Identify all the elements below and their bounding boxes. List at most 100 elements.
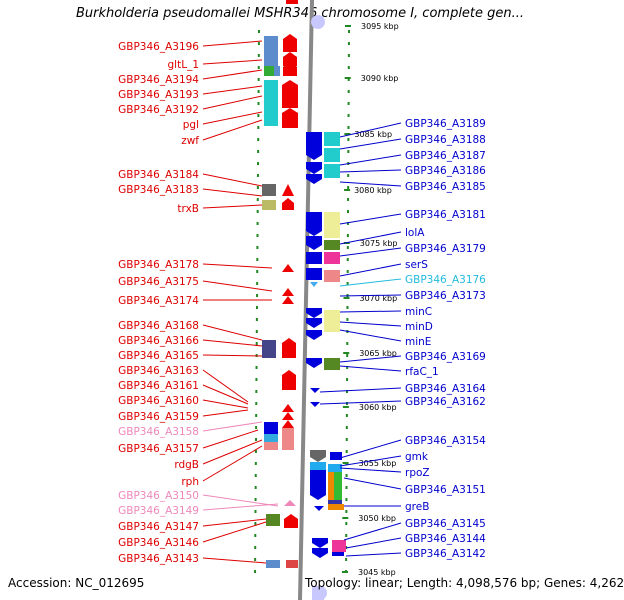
- left-label[interactable]: GBP346_A3163: [118, 365, 249, 403]
- right-label[interactable]: lolA: [339, 227, 425, 245]
- gene-label[interactable]: gmk: [405, 451, 429, 463]
- gene-box[interactable]: [306, 252, 322, 264]
- gene-box[interactable]: [328, 464, 342, 472]
- gene-box[interactable]: [264, 442, 278, 450]
- gene-label[interactable]: GBP346_A3196: [118, 41, 199, 53]
- gene-label[interactable]: GBP346_A3158: [118, 426, 199, 438]
- gene-box[interactable]: [264, 110, 278, 126]
- gene-label[interactable]: rdgB: [174, 459, 199, 471]
- gene-box[interactable]: [306, 268, 322, 280]
- gene-label[interactable]: gltL_1: [168, 59, 199, 71]
- right-labels[interactable]: GBP346_A3189GBP346_A3188GBP346_A3187GBP3…: [319, 118, 486, 560]
- gene-box[interactable]: [264, 80, 278, 110]
- gene-label[interactable]: GBP346_A3175: [118, 276, 199, 288]
- gene-label[interactable]: GBP346_A3166: [118, 335, 199, 347]
- gene-box[interactable]: [328, 504, 344, 510]
- gene-label[interactable]: GBP346_A3194: [118, 74, 199, 86]
- gene-features[interactable]: [262, 0, 346, 600]
- gene-box[interactable]: [330, 452, 342, 460]
- gene-label[interactable]: GBP346_A3150: [118, 490, 199, 502]
- gene-label[interactable]: pgl: [183, 119, 199, 131]
- left-label[interactable]: GBP346_A3157: [118, 429, 259, 455]
- gene-label[interactable]: GBP346_A3157: [118, 443, 199, 455]
- gene-label[interactable]: GBP346_A3146: [118, 537, 199, 549]
- right-label[interactable]: GBP346_A3181: [339, 209, 486, 225]
- gene-arrow-forward[interactable]: [282, 198, 294, 210]
- right-label[interactable]: GBP346_A3144: [345, 533, 486, 549]
- left-label[interactable]: GBP346_A3178: [118, 259, 273, 271]
- gene-arrow-reverse[interactable]: [306, 308, 322, 318]
- gene-box[interactable]: [262, 184, 276, 196]
- gene-box[interactable]: [264, 434, 278, 442]
- gene-label[interactable]: GBP346_A3151: [405, 484, 486, 496]
- gene-arrow-forward[interactable]: [282, 288, 294, 296]
- gene-label[interactable]: GBP346_A3142: [405, 548, 486, 560]
- left-label[interactable]: GBP346_A3168: [118, 320, 263, 341]
- gene-label[interactable]: GBP346_A3143: [118, 553, 199, 565]
- left-label[interactable]: GBP346_A3175: [118, 276, 273, 292]
- gene-box[interactable]: [334, 472, 342, 500]
- gene-box[interactable]: [262, 200, 276, 210]
- gene-label[interactable]: zwf: [181, 135, 199, 147]
- gene-label[interactable]: rpoZ: [405, 467, 430, 479]
- gene-box[interactable]: [306, 132, 322, 146]
- right-label[interactable]: GBP346_A3176: [339, 274, 486, 287]
- right-label[interactable]: serS: [339, 259, 428, 277]
- right-label[interactable]: GBP346_A3173: [339, 290, 486, 302]
- gene-box[interactable]: [274, 66, 280, 76]
- gene-label[interactable]: GBP346_A3168: [118, 320, 199, 332]
- left-label[interactable]: GBP346_A3146: [118, 521, 267, 549]
- gene-box[interactable]: [266, 560, 280, 568]
- gene-arrow-reverse[interactable]: [306, 318, 322, 328]
- gene-box[interactable]: [332, 552, 344, 556]
- gene-label[interactable]: GBP346_A3181: [405, 209, 486, 221]
- gene-arrow-forward[interactable]: [282, 184, 294, 196]
- gene-box[interactable]: [286, 0, 298, 4]
- gene-box[interactable]: [324, 310, 340, 320]
- gene-label[interactable]: minE: [405, 336, 431, 348]
- left-label[interactable]: GBP346_A3143: [118, 553, 267, 565]
- right-label[interactable]: GBP346_A3154: [339, 435, 486, 459]
- gene-box[interactable]: [324, 358, 340, 370]
- right-label[interactable]: GBP346_A3145: [343, 518, 486, 541]
- left-label[interactable]: GBP346_A3184: [118, 169, 263, 187]
- left-label[interactable]: GBP346_A3158: [118, 421, 263, 438]
- left-label[interactable]: GBP346_A3150: [118, 490, 279, 507]
- gene-box[interactable]: [324, 212, 340, 238]
- gene-label[interactable]: greB: [405, 501, 429, 513]
- gene-arrow-forward[interactable]: [284, 500, 296, 506]
- right-label[interactable]: GBP346_A3142: [345, 548, 486, 560]
- gene-box[interactable]: [282, 428, 294, 440]
- gene-label[interactable]: GBP346_A3159: [118, 411, 199, 423]
- gene-box[interactable]: [324, 252, 340, 264]
- gene-arrow-forward[interactable]: [282, 412, 294, 420]
- gene-label[interactable]: GBP346_A3163: [118, 365, 199, 377]
- gene-label[interactable]: GBP346_A3193: [118, 89, 199, 101]
- gene-label[interactable]: GBP346_A3161: [118, 380, 199, 392]
- left-label[interactable]: rdgB: [174, 439, 263, 471]
- gene-label[interactable]: GBP346_A3185: [405, 181, 486, 193]
- gene-arrow-forward[interactable]: [282, 420, 294, 428]
- gene-label[interactable]: trxB: [177, 203, 199, 215]
- gene-arrow-forward[interactable]: [282, 296, 294, 304]
- gene-box[interactable]: [310, 462, 326, 470]
- gene-box[interactable]: [286, 560, 298, 568]
- gene-box[interactable]: [324, 240, 340, 250]
- gene-box[interactable]: [282, 440, 294, 450]
- gene-box[interactable]: [328, 472, 334, 500]
- right-label[interactable]: GBP346_A3189: [339, 118, 486, 138]
- gene-arrow-reverse[interactable]: [310, 282, 318, 287]
- gene-label[interactable]: GBP346_A3176: [405, 274, 486, 286]
- left-label[interactable]: GBP346_A3160: [118, 395, 249, 409]
- left-labels[interactable]: GBP346_A3196 gltL_1GBP346_A3194GBP346_A31…: [118, 40, 279, 565]
- zoom-handle-bottom[interactable]: [313, 586, 327, 600]
- zoom-handle-top[interactable]: [311, 15, 325, 29]
- gene-box[interactable]: [264, 66, 274, 76]
- right-label[interactable]: GBP346_A3169: [339, 351, 486, 363]
- gene-label[interactable]: GBP346_A3178: [118, 259, 199, 271]
- right-label[interactable]: GBP346_A3162: [319, 396, 486, 408]
- left-label[interactable]: GBP346_A3165: [118, 350, 263, 362]
- gene-box[interactable]: [262, 340, 276, 358]
- right-label[interactable]: GBP346_A3179: [339, 243, 486, 257]
- gene-label[interactable]: GBP346_A3149: [118, 505, 199, 517]
